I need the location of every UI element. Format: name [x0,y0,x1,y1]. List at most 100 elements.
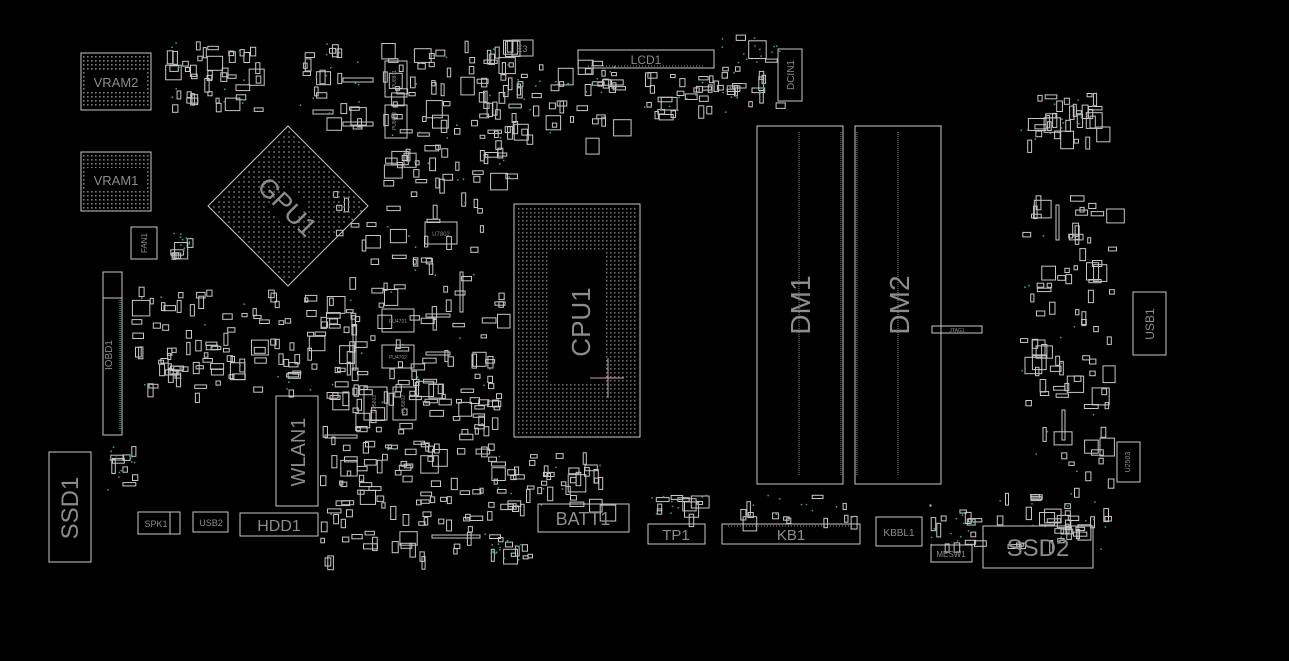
component-kbbl1[interactable]: KBBL1 [875,516,923,547]
smd-part [1075,309,1080,316]
ball [526,284,528,286]
component-usb2[interactable]: USB2 [192,511,229,533]
component-u7802[interactable]: U7802 [424,221,458,245]
component-iobd1[interactable]: IOBD1 [102,271,123,436]
ball [634,332,636,334]
ball [586,220,588,222]
ball [123,195,125,197]
ball [83,175,85,177]
ball [594,224,596,226]
component-dcin1[interactable]: DCIN1 [777,48,803,102]
ball [602,412,604,414]
ball [273,161,275,163]
via [609,70,611,73]
kbbl1-label: KBBL1 [883,528,915,539]
via [737,61,740,64]
component-pu8801[interactable]: PU8801 [384,60,408,98]
smd-part [138,286,145,298]
ball [586,412,588,414]
component-pu5802[interactable]: PU5802 [392,386,417,421]
component-spk1[interactable]: SPK1 [137,511,181,535]
ball [258,181,260,183]
ball [562,216,564,218]
component-fan1[interactable]: FAN1 [130,226,158,260]
ball [566,208,568,210]
ball [542,432,544,434]
ball [554,404,556,406]
ball [558,412,560,414]
ball [606,412,608,414]
component-gpu1[interactable]: GPU1 [207,125,369,287]
ball [546,244,548,246]
ball [522,276,524,278]
ball [542,348,544,350]
via [593,84,595,87]
ball [127,159,129,161]
smd-part [415,179,428,184]
ball [278,176,280,178]
ball [626,336,628,338]
component-mesw1[interactable]: MESW1 [930,544,973,563]
component-dm2[interactable]: DM2 [854,125,942,485]
component-wlan1[interactable]: WLAN1 [275,395,319,507]
ball [522,308,524,310]
ball [518,392,520,394]
ball [323,221,325,223]
component-pu4701[interactable]: PU4701 [381,308,415,333]
ball [313,156,315,158]
ball [293,166,295,168]
component-pu5803[interactable]: PU5803 [363,386,388,421]
smd-part [342,536,350,543]
component-jtag1[interactable]: JTAG1 [931,325,983,334]
ball [135,56,137,58]
ball [610,388,612,390]
via [1073,325,1076,328]
component-tp1[interactable]: TP1 [647,523,706,545]
ball [99,92,101,94]
smd-part [424,398,438,404]
ball [530,372,532,374]
component-batt1[interactable]: BATT1 [537,503,630,533]
ball [518,384,520,386]
ball [634,208,636,210]
component-e3[interactable]: E3 [511,39,534,57]
component-pu8803[interactable]: PU8803 [384,104,408,139]
smd-part [1085,471,1092,482]
component-ssd1[interactable]: SSD1 [48,451,92,563]
component-kb1[interactable]: KB1 [721,523,861,545]
ball [298,176,300,178]
component-ssd2[interactable]: SSD2 [982,525,1094,569]
ball [228,196,230,198]
ball [634,404,636,406]
component-cpu1[interactable]: CPU1 [513,203,641,438]
ball [586,236,588,238]
smd-part [475,448,491,455]
ball [626,300,628,302]
ball [111,68,113,70]
ball [594,248,596,250]
via [668,105,671,108]
component-vram1[interactable]: VRAM1 [80,151,152,212]
ball [288,151,290,153]
component-vram2[interactable]: VRAM2 [80,52,152,111]
ball [622,360,624,362]
component-dm1[interactable]: DM1 [756,125,844,485]
ball [554,224,556,226]
ball [550,212,552,214]
ball [634,296,636,298]
component-hdd1[interactable]: HDD1 [239,512,319,537]
ball [143,64,145,66]
ball [626,376,628,378]
smd-part [184,67,191,72]
ball [618,296,620,298]
ball [243,211,245,213]
smd-part [185,330,193,339]
ball [574,408,576,410]
component-usb1[interactable]: USB1 [1132,291,1167,356]
component-lcd1[interactable]: LCD1 [577,49,715,69]
component-pu4702[interactable]: PU4702 [381,344,415,369]
component-u2503[interactable]: U2503 [1116,441,1141,483]
ball [243,186,245,188]
ball [91,64,93,66]
